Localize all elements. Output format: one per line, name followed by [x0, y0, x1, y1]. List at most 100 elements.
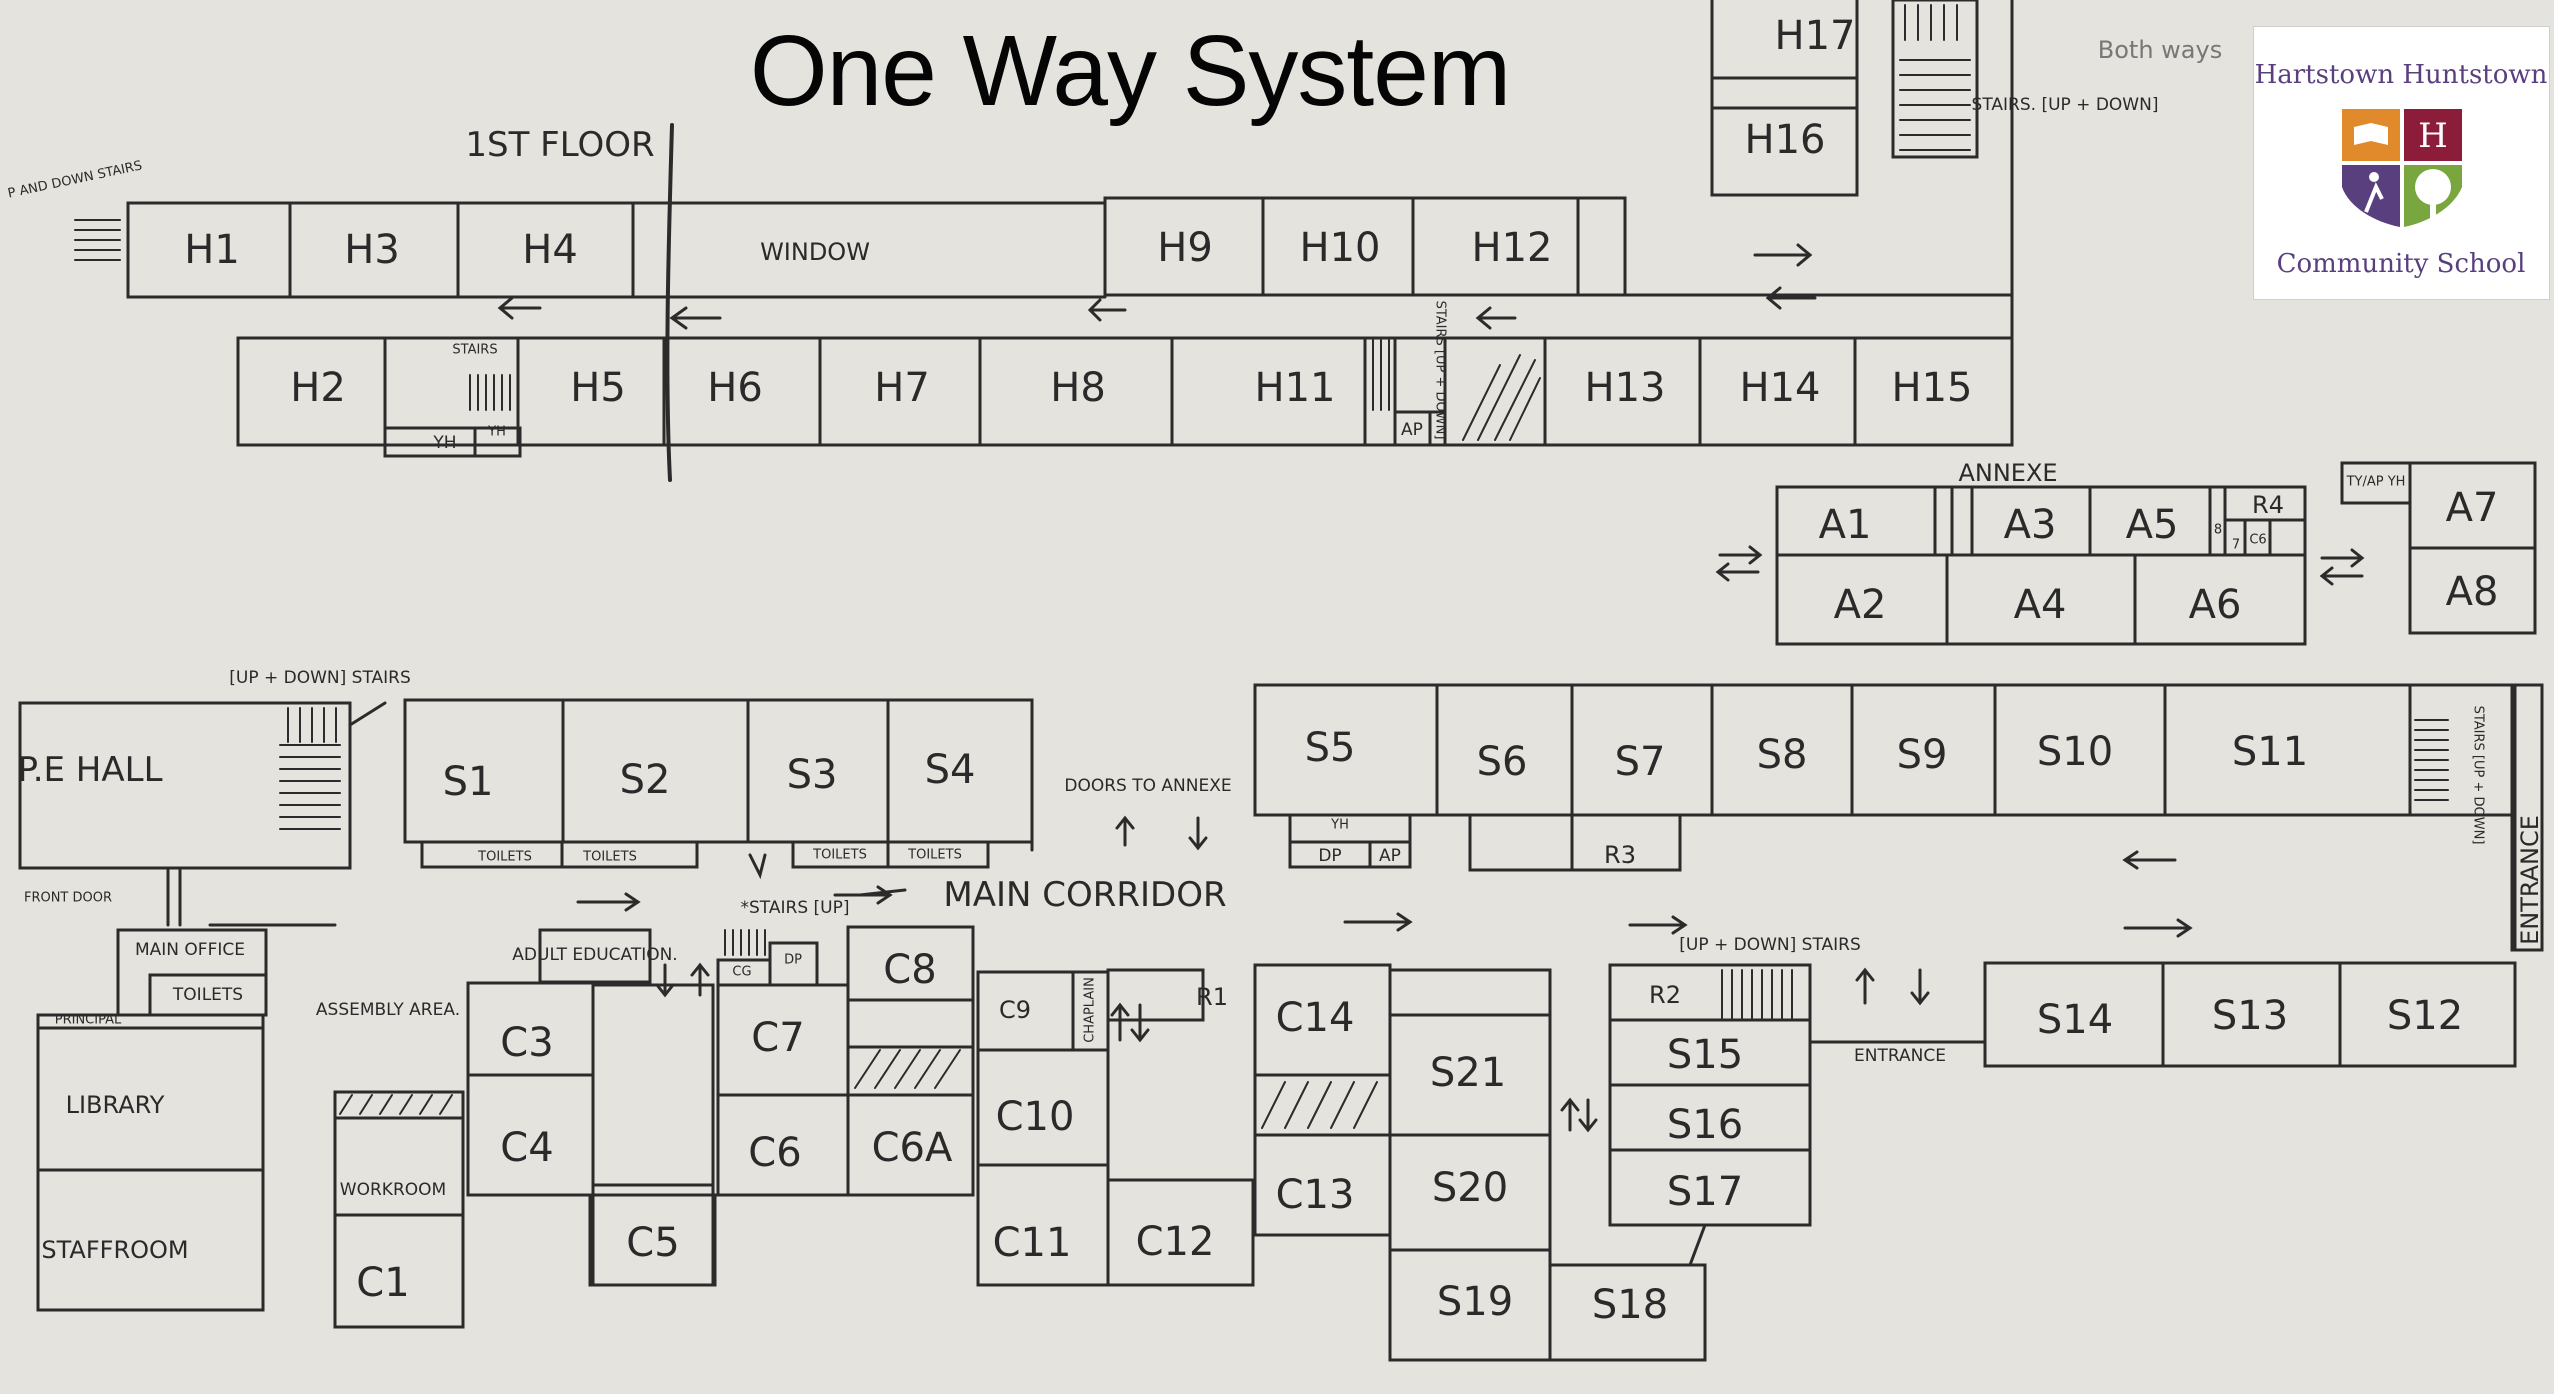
room-c1: C1	[356, 1260, 410, 1306]
ground-floor-walls	[18, 683, 2544, 1362]
stairs-label-central: STAIRS [UP + DOWN]	[1432, 300, 1448, 440]
first-floor-walls	[126, 0, 2014, 458]
logo-name-bottom: Community School	[2277, 249, 2526, 279]
room-dp-c: DP	[784, 952, 802, 968]
room-h3: H3	[344, 227, 400, 273]
stairs-label-up: *STAIRS [UP]	[740, 898, 850, 918]
room-h13: H13	[1584, 365, 1666, 411]
toilets-3: TOILETS	[813, 847, 867, 863]
room-s19: S19	[1436, 1279, 1514, 1325]
room-chaplain: CHAPLAIN	[1082, 977, 1098, 1043]
main-corridor-label: MAIN CORRIDOR	[943, 875, 1227, 915]
room-a4: A4	[2013, 582, 2067, 628]
stairs-label-s15: [UP + DOWN] STAIRS	[1679, 935, 1861, 955]
room-h2: H2	[290, 365, 346, 411]
logo-name-top: Hartstown Huntstown	[2255, 60, 2548, 90]
room-s1: S1	[442, 759, 494, 805]
room-r2: R2	[1649, 981, 1681, 1009]
first-floor-arrows	[497, 243, 1817, 330]
room-workroom: WORKROOM	[339, 1180, 447, 1200]
room-h12: H12	[1471, 225, 1553, 271]
main-office: MAIN OFFICE	[135, 940, 245, 960]
room-a2: A2	[1833, 582, 1887, 628]
room-s6: S6	[1476, 739, 1528, 785]
room-pe-hall: P.E HALL	[17, 750, 163, 790]
front-door-label: FRONT DOOR	[23, 890, 113, 906]
room-r1: R1	[1196, 983, 1228, 1011]
stairs-label-north: STAIRS. [UP + DOWN]	[1971, 95, 2159, 115]
ground-floor-arrows	[166, 815, 2193, 1133]
room-c7: C7	[751, 1015, 805, 1061]
room-cg: CG	[732, 964, 752, 980]
both-ways-note: Both ways	[2097, 36, 2223, 64]
crest-icon: H Hartstown Huntstown Community School	[2255, 60, 2548, 279]
first-floor-stairs	[74, 4, 1971, 441]
entrance-label: ENTRANCE	[1854, 1046, 1946, 1066]
room-yh-1: YH	[433, 433, 457, 453]
room-s20: S20	[1431, 1165, 1509, 1211]
room-yh-ground: YH	[1331, 817, 1349, 833]
room-h5: H5	[570, 365, 626, 411]
room-c4: C4	[500, 1125, 554, 1171]
room-h4: H4	[522, 227, 578, 273]
toilets-4: TOILETS	[908, 847, 962, 863]
room-c5: C5	[626, 1220, 680, 1266]
room-r3: R3	[1604, 841, 1636, 869]
adult-education: ADULT EDUCATION.	[512, 945, 678, 965]
assembly-area: ASSEMBLY AREA.	[315, 1000, 461, 1020]
room-8: 8	[2213, 522, 2223, 538]
stairs-label-pe: [UP + DOWN] STAIRS	[229, 668, 411, 688]
room-c6a: C6A	[871, 1125, 953, 1171]
room-a6: A6	[2188, 582, 2242, 628]
room-s15: S15	[1666, 1032, 1744, 1078]
room-h7: H7	[874, 365, 930, 411]
room-s16: S16	[1666, 1102, 1744, 1148]
room-h17: H17	[1774, 13, 1856, 59]
room-h9: H9	[1157, 225, 1213, 271]
room-s18: S18	[1591, 1282, 1669, 1328]
ground-floor-hatch	[279, 707, 2449, 1129]
room-c9: C9	[998, 996, 1032, 1024]
room-s7: S7	[1614, 739, 1666, 785]
room-a7: A7	[2445, 485, 2499, 531]
room-a3: A3	[2003, 502, 2057, 548]
room-s2: S2	[619, 757, 671, 803]
room-c12: C12	[1135, 1219, 1215, 1265]
room-staffroom: STAFFROOM	[41, 1236, 189, 1264]
annexe-label: ANNEXE	[1958, 459, 2058, 487]
room-s14: S14	[2036, 997, 2114, 1043]
room-h15: H15	[1891, 365, 1973, 411]
room-7: 7	[2231, 537, 2241, 553]
room-c3: C3	[500, 1020, 554, 1066]
room-s11: S11	[2231, 729, 2309, 775]
room-a1: A1	[1818, 502, 1872, 548]
room-c11: C11	[992, 1220, 1072, 1266]
room-r4: R4	[2252, 491, 2284, 519]
room-a5: A5	[2125, 502, 2179, 548]
principal-office: PRINCIPAL	[54, 1012, 122, 1028]
room-s10: S10	[2036, 729, 2114, 775]
room-a8: A8	[2445, 569, 2499, 615]
room-c13: C13	[1275, 1172, 1355, 1218]
room-c6: C6	[748, 1130, 802, 1176]
school-logo: H Hartstown Huntstown Community School	[2253, 26, 2550, 300]
room-h11: H11	[1254, 365, 1336, 411]
entrance-side-label: ENTRANCE	[2516, 815, 2544, 945]
room-s21: S21	[1429, 1050, 1507, 1096]
stairs-label-east: STAIRS [UP + DOWN]	[2470, 705, 2486, 845]
room-s13: S13	[2211, 993, 2289, 1039]
room-s3: S3	[786, 752, 838, 798]
room-h8: H8	[1050, 365, 1106, 411]
room-yh-2: YH	[488, 424, 506, 440]
room-dp-ground: DP	[1318, 846, 1342, 866]
room-s9: S9	[1896, 732, 1948, 778]
room-h16: H16	[1744, 117, 1826, 163]
toilets-2: TOILETS	[583, 849, 637, 865]
room-h1: H1	[184, 227, 240, 273]
room-ap-1: AP	[1401, 420, 1423, 440]
room-s5: S5	[1304, 725, 1356, 771]
annexe-arrows	[1715, 545, 2365, 586]
room-s12: S12	[2386, 993, 2464, 1039]
room-c10: C10	[995, 1094, 1075, 1140]
